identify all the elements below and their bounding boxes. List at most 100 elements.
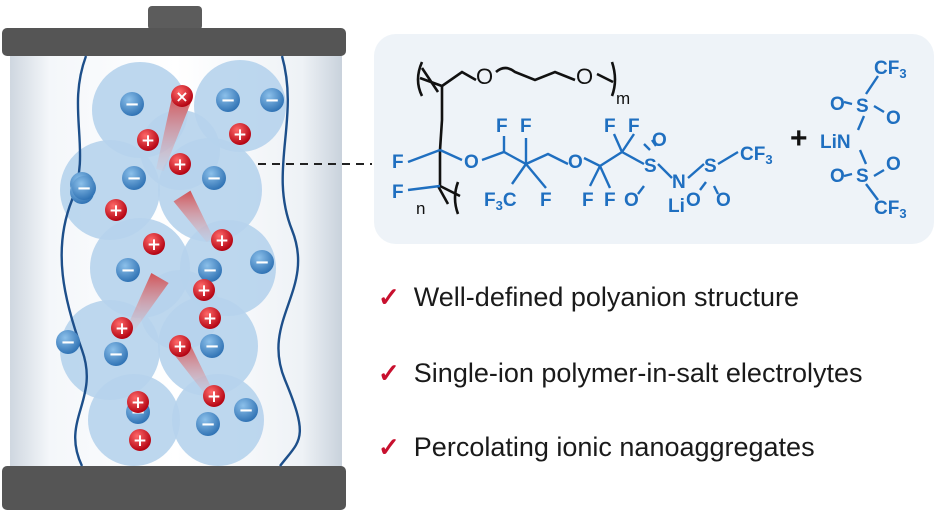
aggregate-blob [194, 60, 286, 152]
anion-symbol: − [254, 252, 269, 273]
cation-symbol: + [141, 131, 155, 151]
ion-trail [126, 273, 169, 332]
anion-symbol: − [220, 90, 235, 111]
atom-o-side-2: O [568, 152, 583, 173]
cross-symbol: × [175, 87, 188, 106]
structure-panel [374, 34, 934, 244]
anion [196, 412, 220, 436]
salt-s-top: S [856, 96, 869, 117]
anion-symbol: − [126, 168, 141, 189]
cation [137, 129, 159, 151]
cation-symbol: + [109, 201, 123, 221]
atom-o-s1b: O [624, 190, 639, 211]
bullet-1: ✓ Well-defined polyanion structure [378, 282, 799, 313]
atom-f-9: F [628, 116, 640, 137]
aggregate-blob [60, 140, 160, 240]
anion [116, 258, 140, 282]
atom-n: N [672, 172, 686, 193]
terminal-cap [148, 6, 202, 30]
cation [211, 229, 233, 251]
anion [198, 258, 222, 282]
cation [105, 199, 127, 221]
cation [127, 391, 149, 413]
cation [199, 307, 221, 329]
cation-symbol: + [115, 319, 129, 339]
ether-o-1: O [476, 64, 493, 89]
side-chain-atoms: F F O F F F3C F O F F F F S O O N Li S O… [392, 116, 773, 217]
cation-symbol: + [131, 393, 145, 413]
atom-o-s1a: O [652, 130, 667, 151]
atom-f-6: F [582, 190, 594, 211]
atom-s-1: S [644, 156, 657, 177]
cation-symbol: + [233, 125, 247, 145]
atom-f-1: F [392, 152, 404, 173]
cation-symbol: + [203, 309, 217, 329]
anion-symbol: − [238, 400, 253, 421]
anion-symbol: − [264, 90, 279, 111]
atom-f-2: F [392, 182, 404, 203]
atom-f-5: F [540, 190, 552, 211]
cation [229, 123, 251, 145]
anion [202, 166, 226, 190]
cation [143, 233, 165, 255]
cation [111, 317, 133, 339]
salt-cf3-top: CF3 [874, 58, 907, 81]
ether-o-2: O [576, 64, 593, 89]
anion [122, 166, 146, 190]
cation [193, 279, 215, 301]
anion [56, 330, 80, 354]
bullet-1-text: Well-defined polyanion structure [413, 282, 800, 312]
salt-o-1: O [830, 94, 845, 115]
cation [169, 335, 191, 357]
cation-symbol: + [173, 155, 187, 175]
anion [260, 88, 284, 112]
salt-o-4: O [886, 154, 901, 175]
atom-f-7: F [604, 190, 616, 211]
anion-symbol: − [124, 94, 139, 115]
anion [104, 342, 128, 366]
bullet-3-text: Percolating ionic nanoaggregates [413, 432, 815, 462]
atom-f-3: F [496, 116, 508, 137]
atom-cf3-1: CF3 [740, 144, 773, 167]
atom-li: Li [668, 196, 685, 217]
cation-symbol: + [133, 431, 147, 451]
plus-sign: + [790, 122, 808, 155]
bullet-2: ✓ Single-ion polymer-in-salt electrolyte… [378, 358, 862, 389]
cation-symbol: + [207, 387, 221, 407]
check-icon: ✓ [378, 282, 400, 312]
cation-symbol: + [197, 281, 211, 301]
salt-o-3: O [830, 166, 845, 187]
salt-o-2: O [886, 108, 901, 129]
anion-symbol: − [120, 260, 135, 281]
atom-f-4: F [520, 116, 532, 137]
cation [169, 153, 191, 175]
anion [250, 250, 274, 274]
anion-symbol: − [202, 260, 217, 281]
repeat-m: m [616, 89, 630, 108]
polymer-chain-left [60, 55, 88, 467]
anion [72, 176, 96, 200]
salt-lin: LiN [820, 132, 851, 153]
anion [216, 88, 240, 112]
ion-trail [156, 95, 192, 172]
cation-symbol: + [147, 235, 161, 255]
anion-symbol: − [60, 332, 75, 353]
check-icon: ✓ [378, 358, 400, 388]
backbone-bonds [416, 61, 617, 215]
ions: −−−−−−−−−−−−−−−−−+++++++++++++× [56, 85, 284, 451]
cation [203, 385, 225, 407]
atom-o-s2b: O [716, 190, 731, 211]
bullet-2-text: Single-ion polymer-in-salt electrolytes [413, 358, 863, 388]
anion-symbol: − [108, 344, 123, 365]
anion [234, 398, 258, 422]
bullet-3: ✓ Percolating ionic nanoaggregates [378, 432, 815, 463]
atom-f3c: F3C [484, 190, 517, 213]
cation-symbol: + [173, 337, 187, 357]
check-icon: ✓ [378, 432, 400, 462]
atom-f-8: F [604, 116, 616, 137]
anion [200, 334, 224, 358]
repeat-n: n [416, 199, 425, 218]
cation-crossed [171, 85, 193, 107]
atom-o-s2a: O [686, 190, 701, 211]
